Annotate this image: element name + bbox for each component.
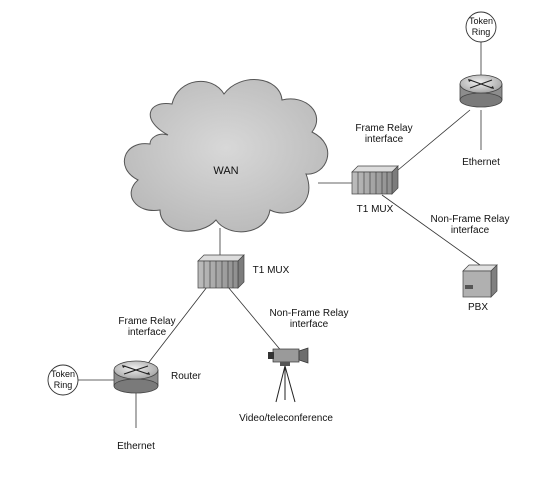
wan-cloud (123, 79, 329, 233)
link-mux-right-router (397, 109, 471, 171)
token-ring-top-icon (465, 11, 497, 43)
bottom-frame-relay-label: Frame Relay interface (118, 316, 176, 338)
video-teleconference-label: Video/teleconference (239, 413, 333, 424)
t1-mux-right-icon (351, 165, 399, 195)
top-frame-relay-label: Frame Relay interface (355, 123, 413, 145)
router-label: Router (170, 371, 201, 382)
ethernet-bottom-label: Ethernet (117, 441, 155, 452)
wan-label: WAN (213, 165, 239, 177)
link-mux-left-router (145, 286, 208, 367)
router-bottom-icon (113, 360, 159, 394)
router-top-icon (459, 74, 503, 108)
connection-lines (78, 37, 482, 428)
ethernet-top-label: Ethernet (462, 157, 500, 168)
token-ring-bottom-icon (47, 364, 79, 396)
t1-mux-left-label: T1 MUX (252, 265, 290, 276)
token-ring-top-label: Token Ring (468, 16, 494, 37)
video-camera-icon (268, 347, 309, 403)
t1-mux-left-icon (197, 254, 245, 289)
pbx-non-frame-relay-label: Non-Frame Relay interface (430, 214, 510, 236)
pbx-icon (462, 264, 498, 298)
t1-mux-right-label: T1 MUX (356, 204, 394, 215)
video-non-frame-relay-label: Non-Frame Relay interface (269, 308, 349, 330)
link-mux-left-video (227, 286, 284, 354)
token-ring-bottom-label: Token Ring (50, 369, 76, 390)
pbx-label: PBX (467, 302, 488, 313)
link-mux-right-pbx (381, 194, 481, 266)
